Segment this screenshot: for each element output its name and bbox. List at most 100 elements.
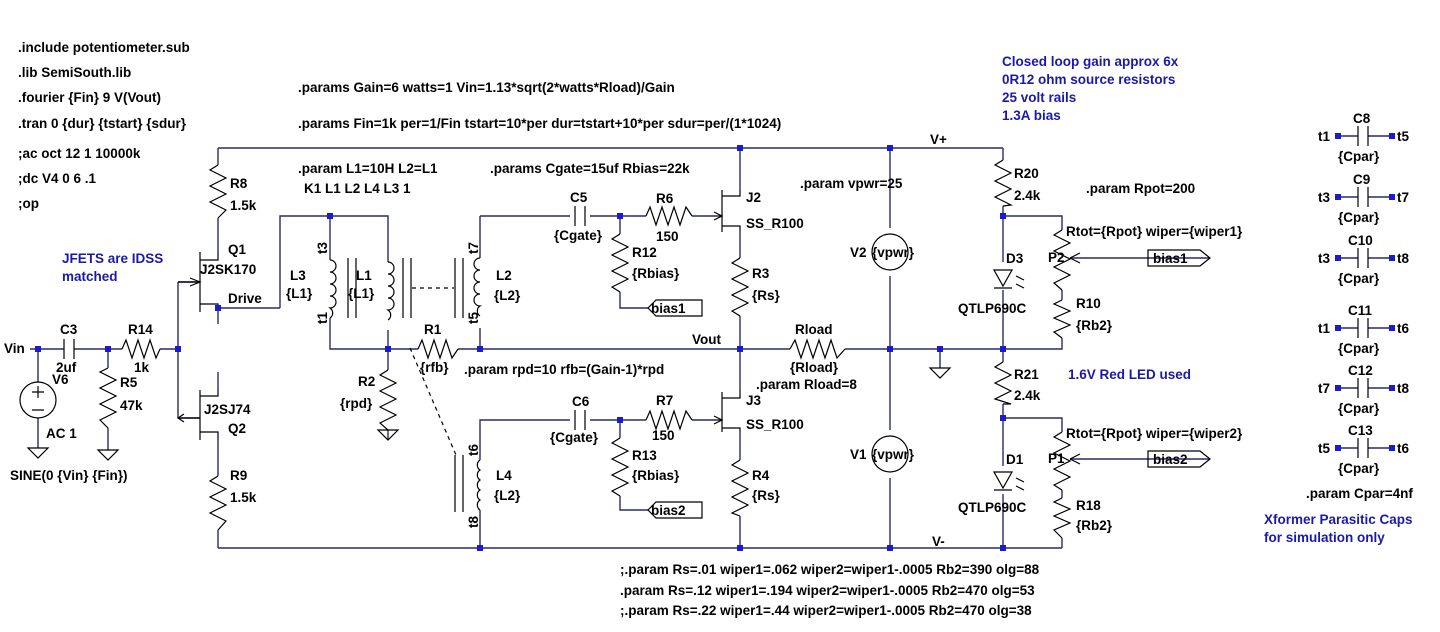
r12-value: {Rbias}	[632, 266, 680, 281]
c11-right: t6	[1397, 321, 1409, 336]
directive-param-rpd: .param rpd=10 rfb=(Gain-1)*rpd	[464, 362, 664, 377]
grounds	[26, 367, 952, 461]
c5-name: C5	[570, 190, 588, 205]
directive-param-vpwr: .param vpwr=25	[800, 176, 903, 191]
r20-value: 2.4k	[1014, 188, 1041, 203]
net-drive: Drive	[228, 291, 262, 306]
r18-name: R18	[1076, 498, 1101, 513]
note-source-res: 0R12 ohm source resistors	[1002, 72, 1175, 87]
note-xformer-2: for simulation only	[1264, 530, 1385, 545]
directive-dc: ;dc V4 0 6 .1	[18, 171, 97, 186]
c9-group: C9 t3 t7 {Cpar}	[1318, 172, 1409, 225]
r14-name: R14	[128, 322, 153, 337]
r5-value: 47k	[120, 398, 143, 413]
directive-include: .include potentiometer.sub	[18, 40, 190, 55]
c12-right: t8	[1397, 381, 1409, 396]
note-rails: 25 volt rails	[1002, 90, 1076, 105]
c3-value: 2uf	[56, 360, 77, 375]
r21-name: R21	[1014, 367, 1039, 382]
r13-name: R13	[632, 448, 657, 463]
net-vout: Vout	[692, 332, 721, 347]
r9-value: 1.5k	[230, 490, 257, 505]
v6-source-spec: SINE(0 {Vin} {Fin})	[10, 468, 128, 483]
c13-value: {Cpar}	[1338, 461, 1380, 476]
c10-group: C10 t3 t8 {Cpar}	[1318, 233, 1409, 286]
l2-value: {L2}	[494, 288, 521, 303]
directive-param-cpar: .param Cpar=4nf	[1306, 486, 1413, 501]
c12-left: t7	[1318, 381, 1330, 396]
j3-value: SS_R100	[746, 417, 804, 432]
parasitic-caps	[1357, 126, 1369, 458]
p1-value: Rtot={Rpot} wiper={wiper2}	[1066, 426, 1243, 441]
r10-value: {Rb2}	[1076, 318, 1113, 333]
t5-label: t5	[466, 312, 481, 324]
c6-name: C6	[572, 394, 590, 409]
r1-name: R1	[424, 322, 442, 337]
c8-left: t1	[1318, 129, 1330, 144]
t7-label: t7	[466, 242, 481, 254]
r9-name: R9	[230, 468, 247, 483]
j3-name: J3	[746, 393, 762, 408]
c3-capacitor	[63, 339, 75, 359]
net-bias1-pot: bias1	[1153, 251, 1188, 266]
directive-param-rload: .param Rload=8	[756, 377, 857, 392]
v6-value: AC 1	[46, 426, 77, 441]
c6-value: {Cgate}	[550, 430, 599, 445]
t6-label: t6	[466, 444, 481, 456]
directive-param-l: .param L1=10H L2=L1	[298, 161, 438, 176]
d1-value: QTLP690C	[958, 500, 1027, 515]
r4-name: R4	[752, 468, 770, 483]
c11-left: t1	[1318, 321, 1330, 336]
c10-value: {Cpar}	[1338, 271, 1380, 286]
l3-value: {L1}	[286, 286, 313, 301]
c8-group: C8 t1 t5 {Cpar}	[1318, 111, 1409, 164]
j2-name: J2	[746, 190, 761, 205]
c10-left: t3	[1318, 251, 1330, 266]
p2-name: P2	[1048, 250, 1065, 265]
c12-group: C12 t7 t8 {Cpar}	[1318, 363, 1409, 416]
r8-value: 1.5k	[230, 198, 257, 213]
q1-value: J2SK170	[200, 262, 256, 277]
directive-op: ;op	[18, 196, 39, 211]
directive-alt1: ;.param Rs=.01 wiper1=.062 wiper2=wiper1…	[620, 562, 1040, 577]
note-jfet-1: JFETS are IDSS	[62, 251, 163, 266]
l2-name: L2	[496, 268, 512, 283]
l4-value: {L2}	[494, 488, 521, 503]
v2-value: {vpwr}	[872, 245, 915, 260]
note-jfet-2: matched	[62, 269, 118, 284]
rload-name: Rload	[795, 322, 833, 337]
directive-params-gain: .params Gain=6 watts=1 Vin=1.13*sqrt(2*w…	[298, 80, 675, 95]
net-bias1-flag: bias1	[651, 301, 686, 316]
directive-tran: .tran 0 {dur} {tstart} {sdur}	[18, 116, 187, 131]
directive-params-fin: .params Fin=1k per=1/Fin tstart=10*per d…	[298, 116, 781, 131]
r7-value: 150	[652, 428, 675, 443]
r21-value: 2.4k	[1014, 388, 1041, 403]
net-bias2-pot: bias2	[1153, 452, 1188, 467]
wires	[30, 135, 1392, 549]
t8-label: t8	[466, 516, 481, 528]
d3-value: QTLP690C	[958, 301, 1027, 316]
directive-ac: ;ac oct 12 1 10000k	[18, 146, 141, 161]
r6-name: R6	[656, 191, 674, 206]
l3-name: L3	[290, 268, 306, 283]
p2-value: Rtot={Rpot} wiper={wiper1}	[1066, 224, 1243, 239]
directive-coupling: K1 L1 L2 L4 L3 1	[304, 181, 411, 196]
p1-name: P1	[1048, 451, 1065, 466]
r3-value: {Rs}	[752, 288, 781, 303]
jfet-j2-j3	[712, 190, 741, 432]
r13-value: {Rbias}	[632, 468, 680, 483]
c13-left: t5	[1318, 441, 1330, 456]
q2-name: Q2	[228, 421, 246, 436]
v1-name: V1	[850, 447, 867, 462]
c9-value: {Cpar}	[1338, 210, 1380, 225]
net-vplus: V+	[930, 132, 947, 147]
r5-name: R5	[120, 375, 138, 390]
j2-value: SS_R100	[746, 216, 804, 231]
r6-value: 150	[656, 229, 679, 244]
directive-alt2: .param Rs=.12 wiper1=.194 wiper2=wiper1-…	[620, 583, 1035, 598]
v6-name: V6	[52, 372, 69, 387]
directive-fourier: .fourier {Fin} 9 V(Vout)	[18, 90, 161, 105]
rload-value: {Rload}	[790, 360, 839, 375]
note-xformer-1: Xformer Parasitic Caps	[1264, 512, 1413, 527]
